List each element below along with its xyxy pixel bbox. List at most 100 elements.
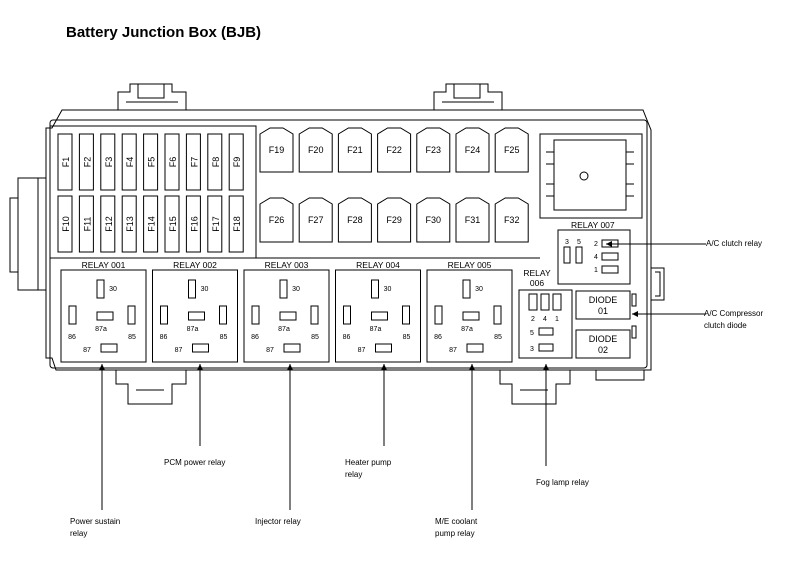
small-fuse-panel	[49, 125, 257, 259]
small-fuse	[78, 133, 94, 191]
relay-006-pin: 5	[530, 330, 534, 337]
small-fuse	[164, 195, 180, 253]
small-fuse-label: F2	[82, 157, 92, 168]
relay-007-box	[557, 229, 631, 285]
large-fuse	[494, 127, 529, 173]
small-fuse	[100, 195, 116, 253]
relay-007-label: RELAY 007	[571, 220, 615, 230]
relay-socket	[243, 269, 330, 363]
large-fuse	[494, 197, 529, 243]
small-fuse	[207, 133, 223, 191]
relay-pin	[371, 311, 388, 321]
large-fuse-label: F20	[308, 145, 324, 155]
diode-01-label: DIODE	[589, 295, 618, 305]
relay-socket	[152, 269, 238, 363]
left-clip	[9, 177, 46, 291]
relay-pin	[466, 343, 484, 353]
relay-pin	[462, 279, 471, 299]
relay-pin-label: 85	[311, 334, 319, 341]
large-fuse-label: F23	[426, 145, 442, 155]
relay-pin	[219, 305, 227, 325]
small-fuse-label: F12	[104, 216, 114, 232]
small-fuse	[228, 133, 244, 191]
relay-pin-label: 86	[251, 334, 259, 341]
relay-pin	[279, 279, 288, 299]
small-fuse	[78, 195, 94, 253]
callout-me-coolant: M/E coolant	[435, 517, 478, 526]
relay-pin	[371, 279, 379, 299]
small-fuse-label: F10	[61, 216, 71, 232]
relay-pin-label: 86	[160, 334, 168, 341]
large-fuse	[298, 127, 333, 173]
relay-pin	[100, 343, 118, 353]
small-fuse-label: F1	[61, 157, 71, 168]
callout-injector: Injector relay	[255, 517, 301, 526]
large-fuse-label: F28	[347, 215, 363, 225]
relay-pin-label: 30	[201, 286, 209, 293]
relay-pin	[402, 305, 410, 325]
diode-02-box	[575, 329, 631, 359]
small-fuse-label: F9	[232, 157, 242, 168]
relay-pin-label: 87a	[187, 326, 199, 333]
callout-power-sustain: Power sustain	[70, 517, 120, 526]
large-fuse-label: F25	[504, 145, 520, 155]
small-fuse	[185, 195, 201, 253]
relay-006-pin: 2	[531, 316, 535, 323]
small-fuse	[143, 195, 159, 253]
relay-label: RELAY 004	[356, 260, 400, 270]
small-fuse	[57, 195, 73, 253]
bottom-clip-right	[499, 370, 571, 405]
small-fuse-label: F11	[82, 217, 92, 232]
small-fuse-label: F4	[125, 157, 135, 168]
callout-fog: Fog lamp relay	[536, 478, 589, 487]
large-fuse	[259, 197, 294, 243]
relay-pin-label: 30	[475, 286, 483, 293]
relay-pin	[96, 311, 114, 321]
relay-pin-label: 86	[343, 334, 351, 341]
large-fuse-label: F27	[308, 215, 324, 225]
callout-lines	[101, 243, 706, 510]
small-fuse-label: F3	[104, 157, 114, 168]
relay-pin-label: 87a	[461, 326, 473, 333]
callout-me-coolant: pump relay	[435, 529, 475, 538]
small-fuse-label: F13	[125, 216, 135, 232]
small-fuse	[228, 195, 244, 253]
relay-006-box	[518, 289, 573, 359]
callout-ac-clutch: A/C clutch relay	[706, 239, 762, 248]
housing-inner	[49, 119, 648, 369]
diode-01-box	[575, 290, 631, 320]
top-clip-right	[433, 83, 503, 110]
small-fuse	[100, 133, 116, 191]
large-fuse	[455, 197, 490, 243]
relay-pin-label: 87a	[95, 326, 107, 333]
relay-006-pin: 1	[555, 316, 559, 323]
relay-pin	[493, 305, 502, 325]
maxi-fuse-block	[539, 133, 643, 219]
large-fuse-label: F32	[504, 215, 520, 225]
relay-label: RELAY 001	[82, 260, 126, 270]
relay-pin	[96, 279, 105, 299]
large-fuse	[337, 127, 372, 173]
large-fuse-label: F24	[465, 145, 481, 155]
relay-label: RELAY 002	[173, 260, 217, 270]
callout-ac-diode: clutch diode	[704, 321, 747, 330]
relay-pin-label: 86	[434, 334, 442, 341]
small-fuse-label: F17	[211, 216, 221, 232]
large-fuse-label: F26	[269, 215, 285, 225]
large-fuse-label: F30	[426, 215, 442, 225]
small-fuse-label: F5	[147, 157, 157, 168]
relay-pin-label: 87	[266, 347, 274, 354]
small-fuse-label: F7	[189, 157, 199, 168]
large-fuse	[298, 197, 333, 243]
relay-006-pin: 3	[530, 346, 534, 353]
relay-pin	[462, 311, 480, 321]
relay-007-pin: 5	[577, 239, 581, 246]
large-fuse	[416, 127, 451, 173]
callout-pcm: PCM power relay	[164, 458, 225, 467]
large-fuse-label: F29	[386, 215, 402, 225]
relay-007-pin: 2	[594, 241, 598, 248]
relay-pin-label: 85	[403, 334, 411, 341]
